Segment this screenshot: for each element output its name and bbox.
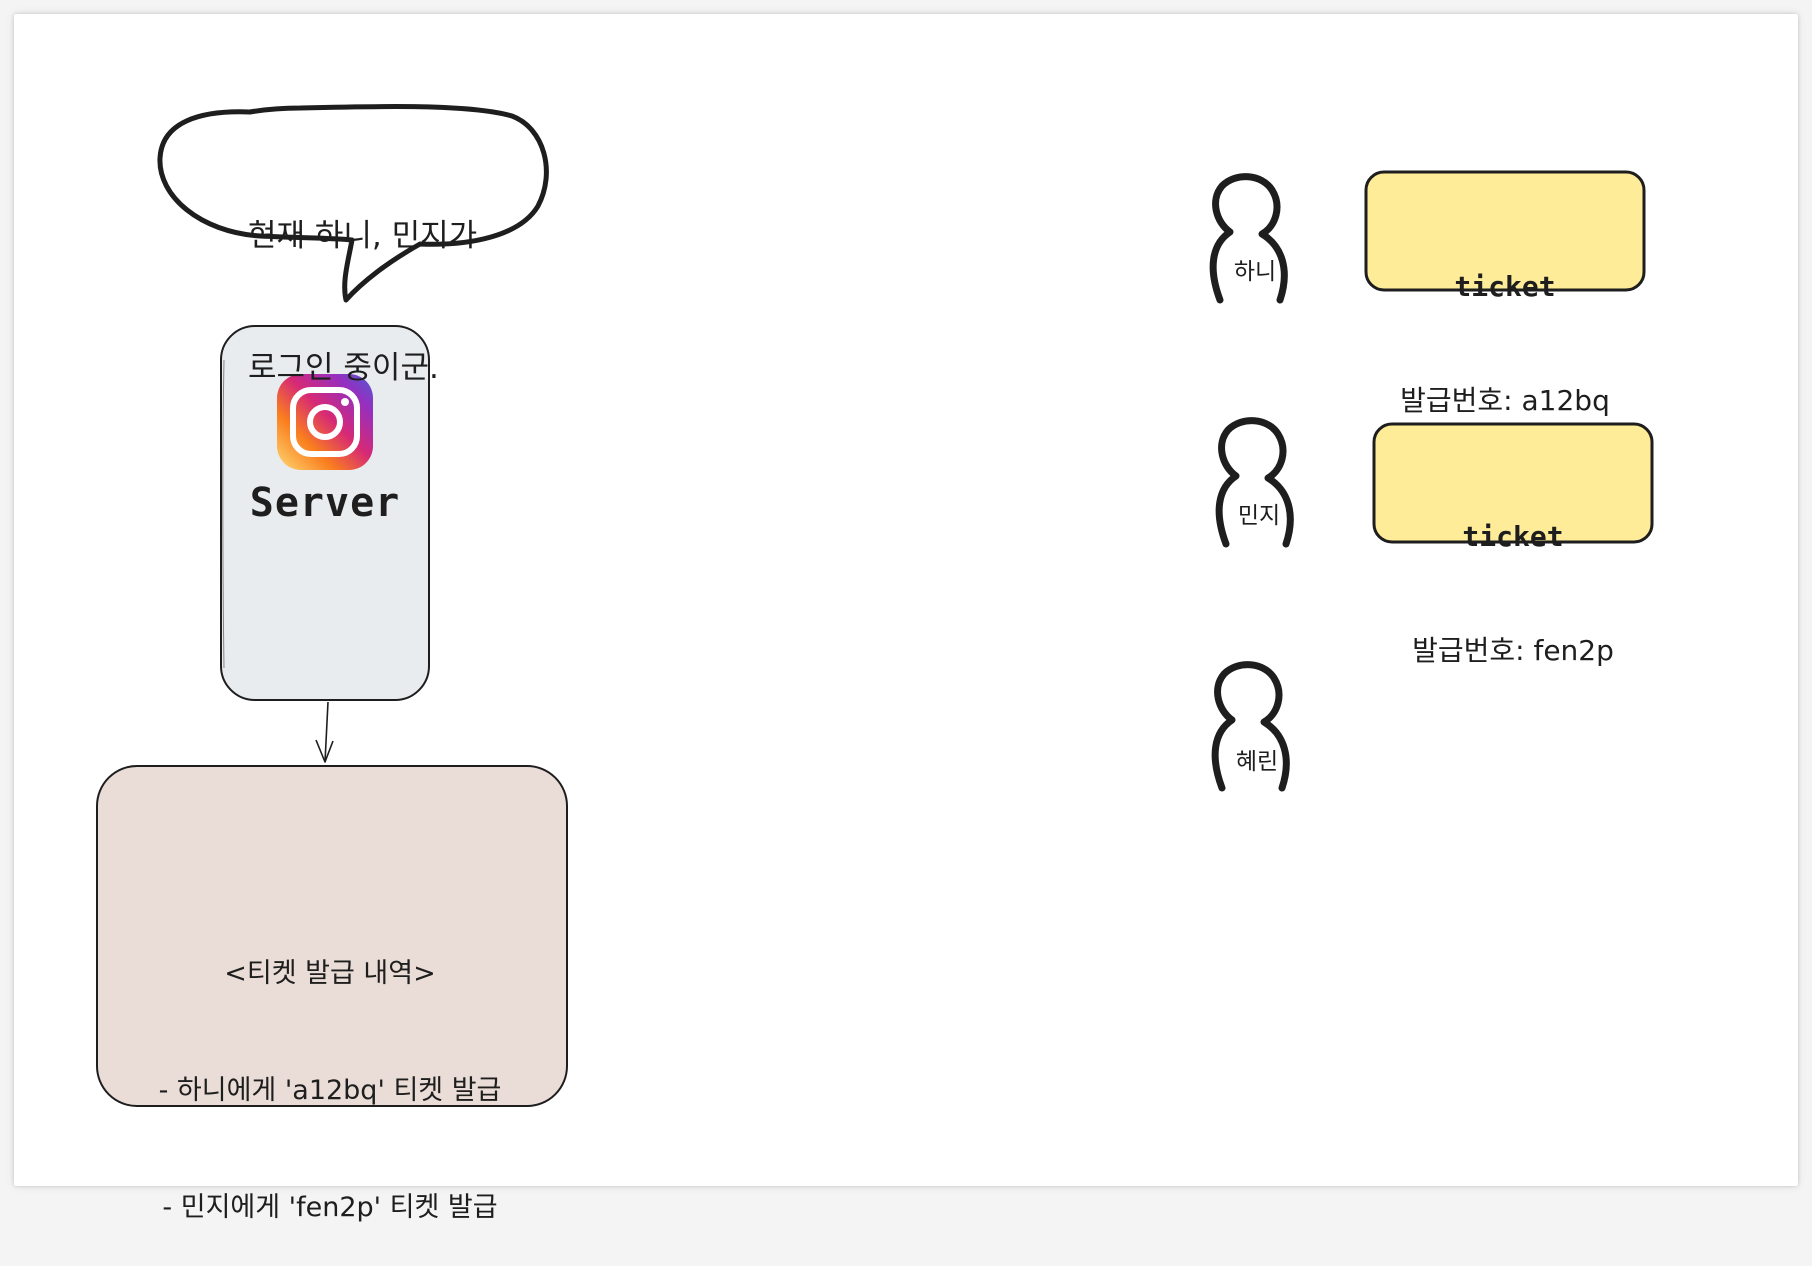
user-name-hani: 하니 [1233,259,1277,285]
person-icon [1215,417,1294,548]
ticket-hani: ticket 발급번호: a12bq [1366,192,1644,458]
ticket-minji: ticket 발급번호: fen2p [1374,442,1652,708]
speech-bubble-text: 현재 하니, 민지가 로그인 중이군. [248,126,477,434]
ticket-number: 발급번호: fen2p [1412,634,1614,667]
ticket-number: 발급번호: a12bq [1400,384,1610,417]
history-entry: - 민지에게 'fen2p' 티켓 발급 [162,1192,498,1223]
issuance-history-box [96,765,568,1107]
server-label: Server [249,480,401,526]
speech-line-1: 현재 하니, 민지가 [248,218,478,254]
speech-bubble [157,103,549,303]
diagram-drawing [96,103,1654,1107]
ticket-title: ticket [1454,270,1556,303]
history-entry: - 하니에게 'a12bq' 티켓 발급 [158,1075,502,1106]
user-name-minji: 민지 [1237,503,1281,529]
speech-line-2: 로그인 중이군. [248,350,439,386]
user-name-hyerin: 혜린 [1235,749,1279,775]
ticket-box [1372,422,1654,544]
server-to-history-arrow [315,701,334,763]
ticket-box [1364,170,1646,292]
ticket-title: ticket [1462,520,1564,553]
person-icon [1209,173,1288,304]
instagram-logo-icon [277,374,373,470]
server-box [220,325,430,701]
person-icon [1211,661,1290,792]
issuance-history-text: <티켓 발급 내역> - 하니에게 'a12bq' 티켓 발급 - 민지에게 '… [100,876,560,1266]
history-title: <티켓 발급 내역> [224,958,436,989]
